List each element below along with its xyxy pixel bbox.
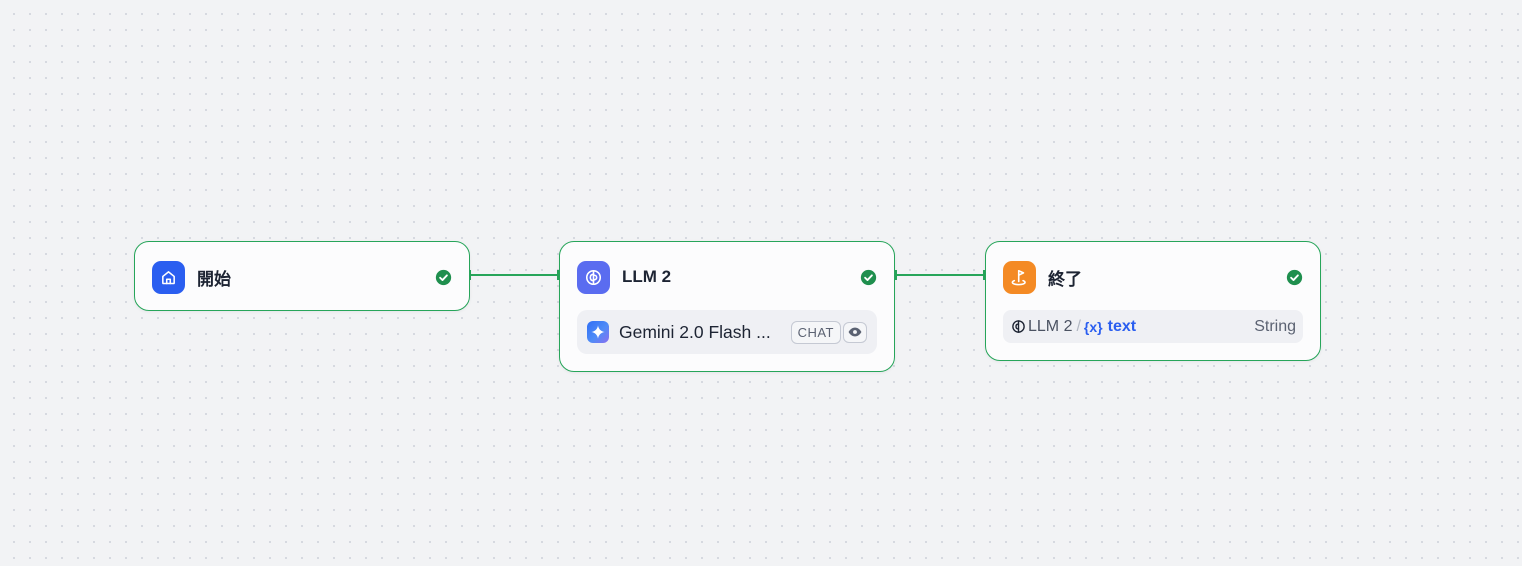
node-llm-header: LLM 2 <box>577 260 877 294</box>
node-title: 開始 <box>197 269 231 289</box>
output-variable[interactable]: LLM 2 / {x} text String <box>1003 310 1303 343</box>
home-icon <box>152 260 185 294</box>
eye-icon <box>843 321 867 343</box>
variable-separator: / <box>1076 317 1081 335</box>
model-selector[interactable]: Gemini 2.0 Flash ... CHAT <box>577 310 877 354</box>
variable-icon: {x} <box>1083 318 1103 335</box>
node-end[interactable]: 終了 LLM 2 / {x} text String <box>985 241 1321 361</box>
success-check-icon <box>860 269 877 285</box>
success-check-icon <box>435 269 452 285</box>
edge-llm-to-end[interactable] <box>895 270 985 280</box>
mode-badge: CHAT <box>790 320 841 344</box>
variable-name: text <box>1107 317 1137 335</box>
variable-source-node: LLM 2 <box>1028 317 1073 335</box>
flag-icon <box>1003 260 1036 294</box>
success-check-icon <box>1286 269 1303 285</box>
node-start[interactable]: 開始 <box>134 241 470 311</box>
model-name: Gemini 2.0 Flash ... <box>619 321 771 342</box>
node-llm[interactable]: LLM 2 Gemini 2.0 Flash ... CHAT <box>559 241 895 372</box>
node-start-header: 開始 <box>152 260 452 294</box>
variable-type: String <box>1254 317 1296 335</box>
brain-icon <box>1012 320 1025 333</box>
gemini-sparkle-icon <box>587 321 609 343</box>
brain-icon <box>577 260 610 294</box>
node-end-header: 終了 <box>1003 260 1303 294</box>
node-title: LLM 2 <box>622 267 672 286</box>
node-title: 終了 <box>1048 269 1082 289</box>
edge-start-to-llm[interactable] <box>469 270 559 280</box>
